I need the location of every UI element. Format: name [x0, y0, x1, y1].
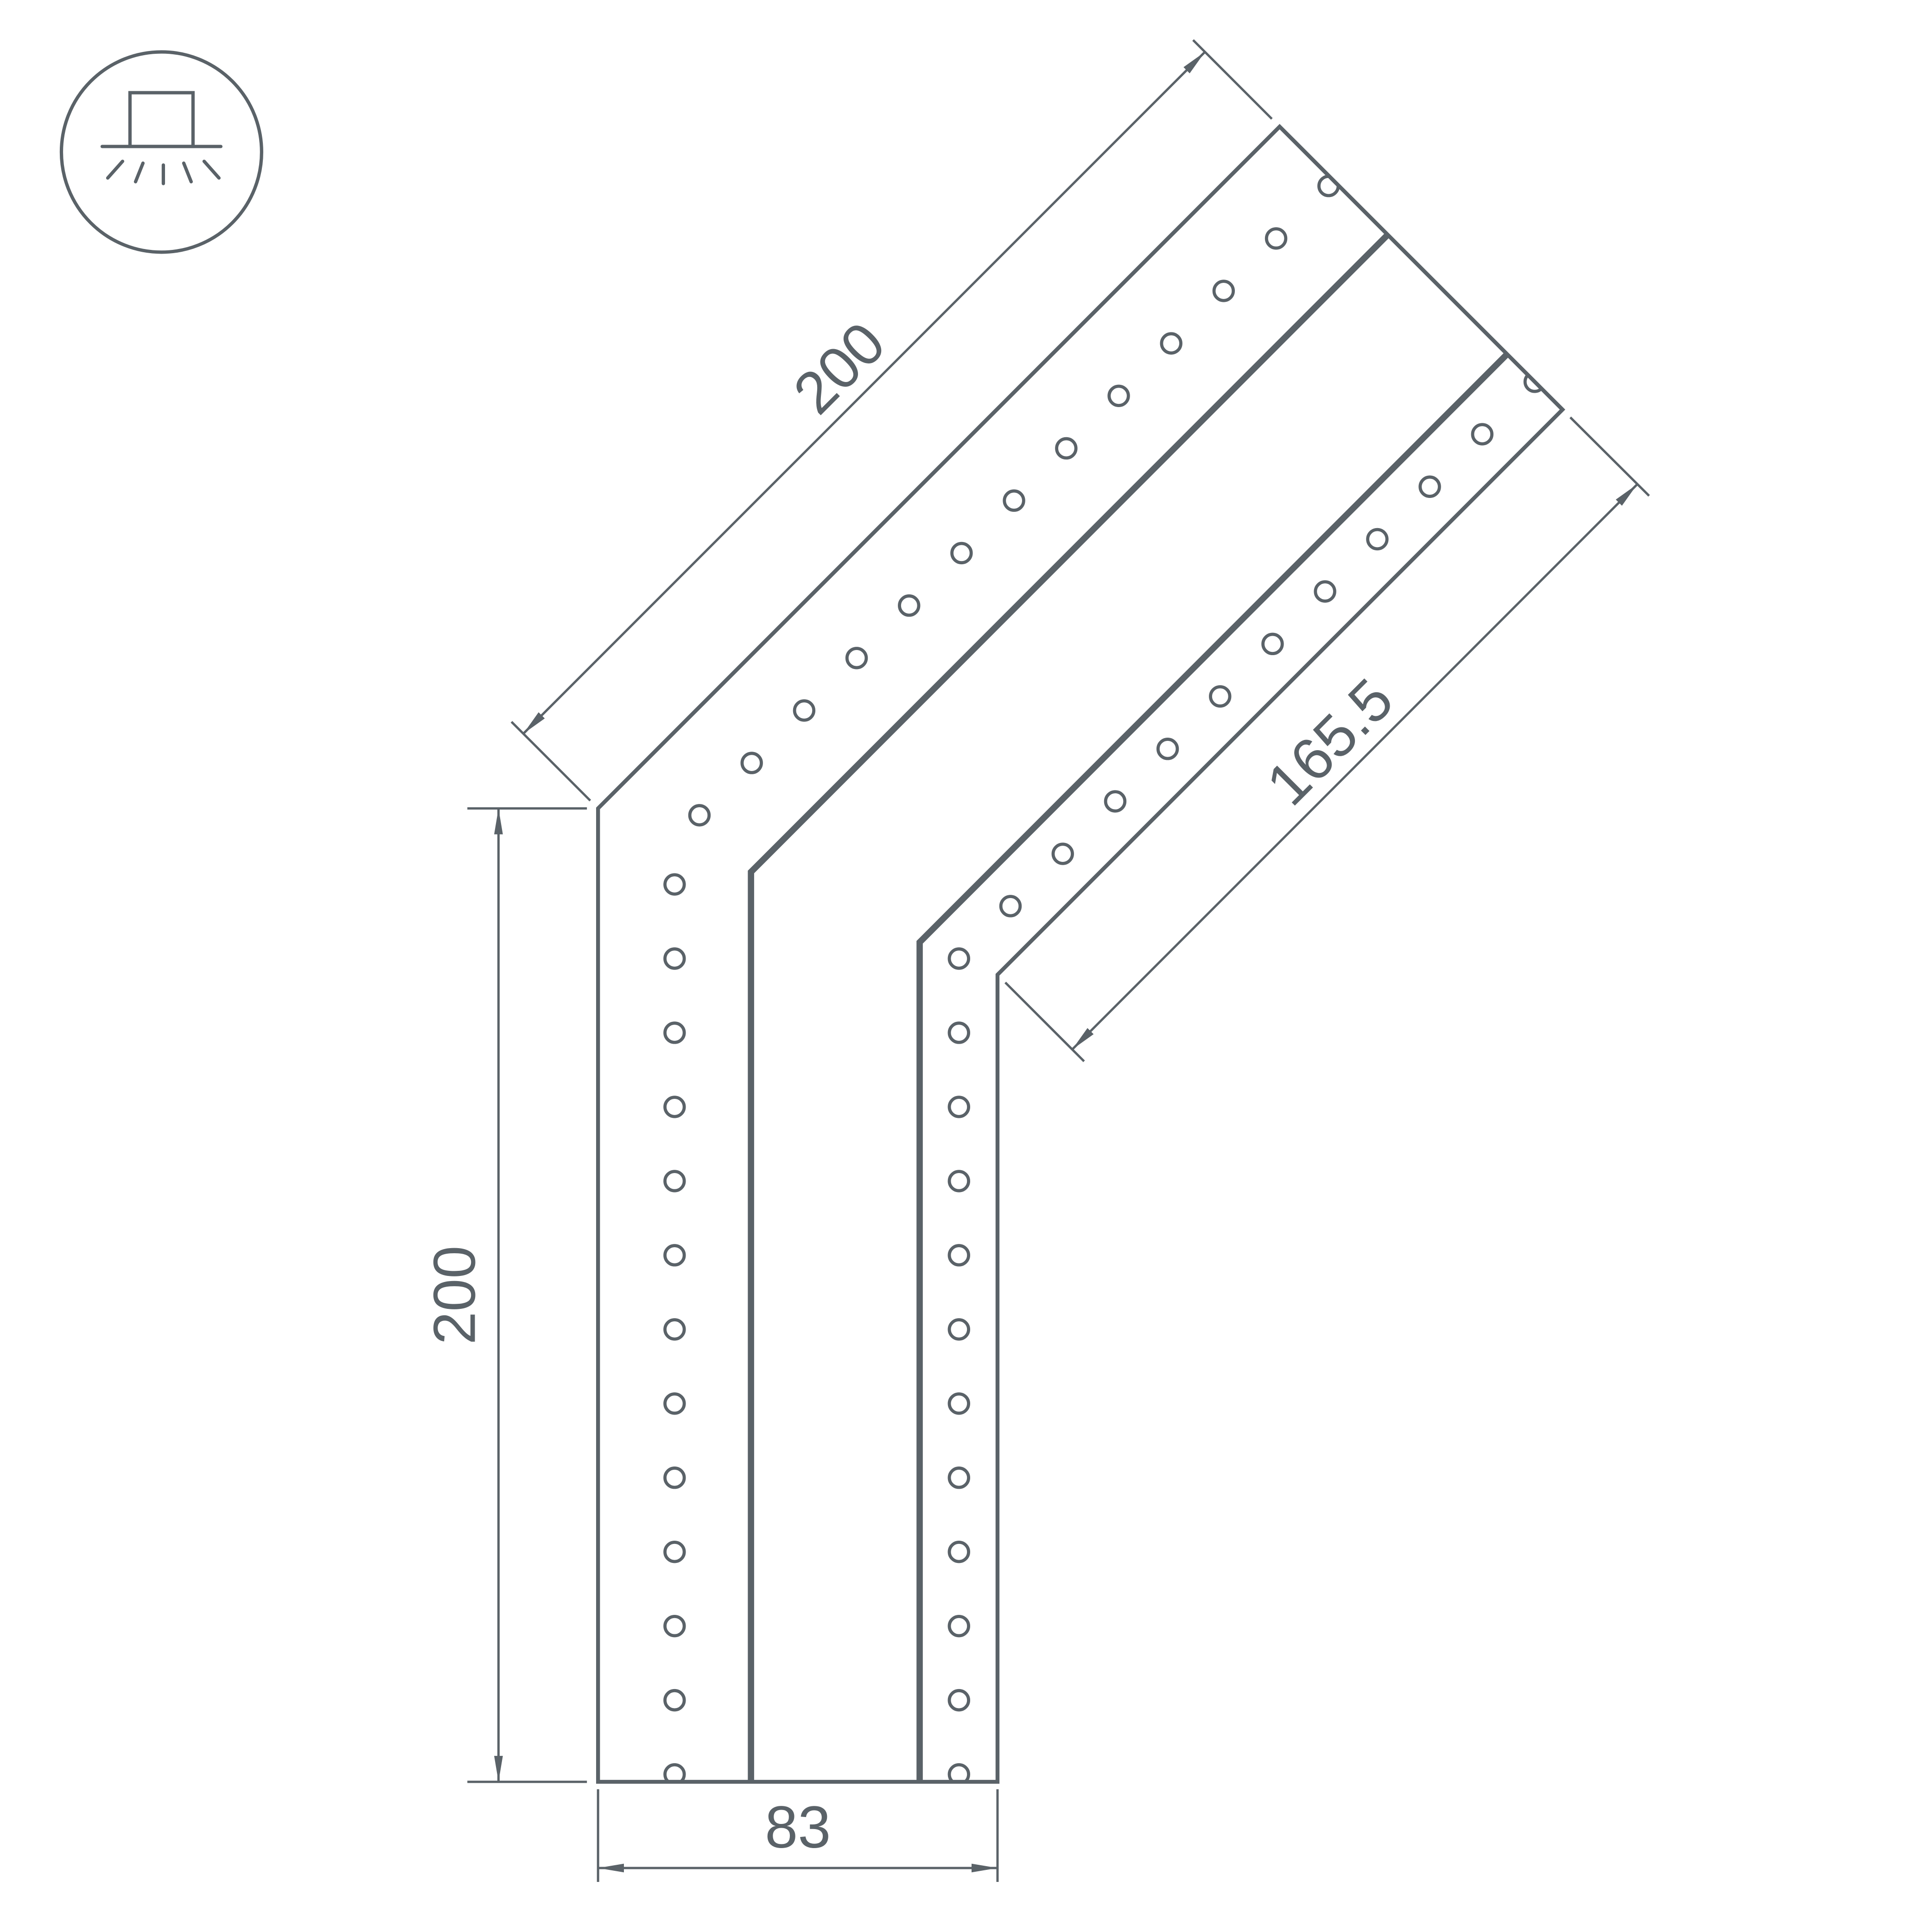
dimension-inner-diagonal: 165.5 [1004, 416, 1650, 1062]
extension-line [1569, 416, 1650, 497]
mounting-hole [740, 752, 763, 774]
icon-light-rays [106, 159, 221, 185]
mounting-hole [1418, 475, 1441, 498]
mounting-hole [947, 1467, 970, 1489]
mounting-hole [663, 1096, 686, 1118]
mounting-hole [845, 647, 868, 670]
mounting-hole [947, 1763, 970, 1782]
right-divider-line [916, 352, 1510, 1782]
mounting-hole [1051, 842, 1074, 865]
surface-mount-light-icon [59, 50, 263, 254]
mounting-hole [688, 804, 711, 827]
left-divider-line [748, 232, 1390, 1782]
icon-circle [59, 50, 263, 254]
mounting-hole [999, 895, 1022, 918]
mounting-hole [663, 1689, 686, 1712]
mounting-hole [663, 1318, 686, 1341]
mounting-hole [947, 1392, 970, 1415]
extension-line [510, 721, 591, 802]
dimension-top-diagonal: 200 [510, 39, 1273, 802]
profile-outline [596, 124, 1565, 1784]
dimension-label-left-vertical: 200 [421, 1246, 488, 1345]
dimension-line [522, 51, 1206, 735]
mounting-holes [663, 174, 1546, 1782]
mounting-hole [947, 1021, 970, 1044]
extension-line [1004, 982, 1085, 1062]
mounting-hole [1317, 174, 1340, 198]
mounting-hole [663, 873, 686, 896]
dimension-label-bottom-width: 83 [765, 1794, 831, 1861]
mounting-hole [1261, 632, 1284, 656]
mounting-hole [663, 1467, 686, 1489]
mounting-hole [1107, 384, 1130, 407]
mounting-hole [947, 1244, 970, 1267]
mounting-hole [1209, 685, 1232, 708]
mounting-hole [663, 1614, 686, 1638]
mounting-hole [947, 1614, 970, 1638]
mounting-hole [663, 1244, 686, 1267]
extension-line [1192, 39, 1273, 120]
dimensions: 200 200 165.5 83 [421, 39, 1650, 1882]
mounting-hole [1471, 423, 1493, 446]
mounting-hole [898, 594, 921, 617]
mounting-hole [947, 1689, 970, 1712]
mounting-hole [947, 1318, 970, 1341]
mounting-hole [1156, 738, 1179, 760]
mounting-hole [793, 699, 816, 722]
mounting-hole [947, 1096, 970, 1118]
dimension-left-vertical: 200 [421, 807, 587, 1783]
mounting-hole [950, 542, 973, 565]
mounting-hole [663, 1763, 686, 1782]
dimension-label-inner-diagonal: 165.5 [1254, 666, 1406, 818]
mounting-hole [1265, 227, 1288, 250]
mounting-hole [1314, 580, 1336, 603]
mounting-hole [663, 947, 686, 970]
mounting-hole [1104, 790, 1127, 813]
profile-corner-connector [596, 124, 1565, 1784]
mounting-hole [1212, 280, 1235, 302]
mounting-hole [663, 1021, 686, 1044]
mounting-hole [1003, 489, 1025, 512]
mounting-hole [663, 1392, 686, 1415]
mounting-hole [663, 1170, 686, 1192]
dimension-bottom-width: 83 [597, 1789, 999, 1882]
mounting-hole [1160, 332, 1182, 355]
mounting-hole [947, 1170, 970, 1192]
icon-lamp-body [128, 91, 195, 148]
mounting-hole [947, 947, 970, 970]
mounting-hole [663, 1541, 686, 1563]
dimension-line [1071, 483, 1638, 1051]
dimension-label-top-diagonal: 200 [781, 310, 898, 427]
mounting-hole [1055, 437, 1078, 460]
mounting-hole [1366, 528, 1389, 551]
mounting-hole [947, 1541, 970, 1563]
